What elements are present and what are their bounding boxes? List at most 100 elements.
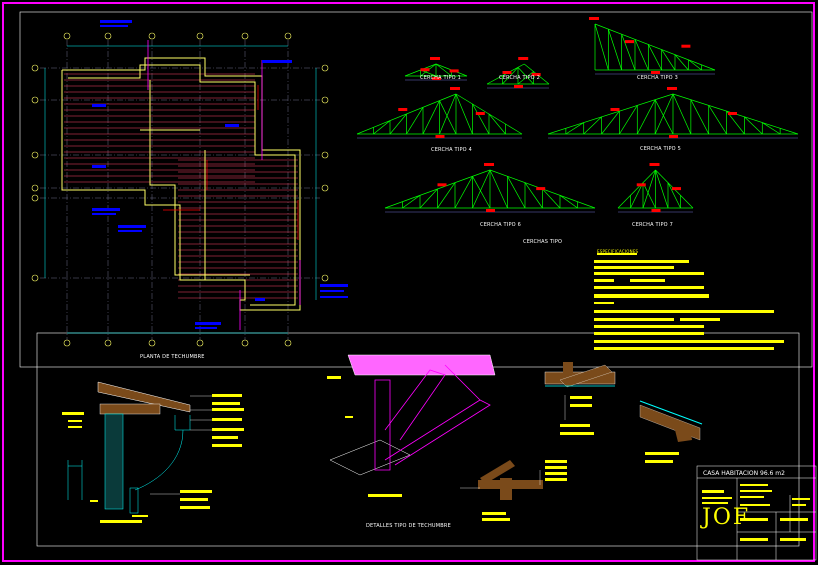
truss-label-3: CERCHA TIPO 3 <box>637 75 678 81</box>
truss-label-5: CERCHA TIPO 5 <box>640 146 681 152</box>
truss-tag <box>681 44 691 48</box>
truss-web-diagonal <box>634 39 649 71</box>
detail-leaders <box>150 395 566 495</box>
project-title: CASA HABITACION 96.6 m2 <box>703 470 785 477</box>
roof-details <box>62 354 703 523</box>
truss-elevation-4 <box>356 87 523 139</box>
truss-web-diagonal <box>667 182 681 209</box>
truss-tag <box>636 183 646 187</box>
truss-tag <box>669 135 678 138</box>
truss-elevations <box>356 17 799 213</box>
truss-web-diagonal <box>688 59 702 71</box>
truss-tag <box>536 187 546 191</box>
truss-web-diagonal <box>472 169 491 209</box>
truss-web-diagonal <box>642 182 656 209</box>
truss-tag <box>437 183 447 187</box>
plan-title: PLANTA DE TECHUMBRE <box>140 354 205 360</box>
slope-arrows <box>163 85 299 240</box>
truss-node-detail <box>329 354 496 476</box>
truss-tag <box>625 40 634 44</box>
truss-web-diagonal <box>630 182 644 209</box>
truss-tag <box>420 68 430 72</box>
truss-web-diagonal <box>373 120 391 135</box>
truss-web-diagonal <box>389 113 407 135</box>
truss-web-diagonal <box>654 93 674 135</box>
firm-logo: JOF <box>702 505 751 530</box>
truss-web-diagonal <box>636 99 656 135</box>
truss-web-diagonal <box>507 176 526 209</box>
truss-tag <box>475 112 485 115</box>
truss-web-diagonal <box>674 54 689 71</box>
ridge-node-detail <box>478 460 543 500</box>
truss-web-diagonal <box>559 195 578 209</box>
truss-tag <box>610 108 620 111</box>
truss-web-diagonal <box>472 103 490 135</box>
details-title: DETALLES TIPO DE TECHUMBRE <box>366 523 451 529</box>
truss-web-diagonal <box>708 105 727 135</box>
truss-web-diagonal <box>524 182 543 209</box>
dimension-lines <box>44 45 317 334</box>
downspout <box>129 487 139 514</box>
truss-web-diagonal <box>762 122 781 135</box>
truss-web-diagonal <box>472 176 491 209</box>
truss-tag <box>514 85 523 88</box>
truss-web-diagonal <box>419 188 438 209</box>
truss-elevation-6 <box>384 163 596 213</box>
top-chord-right <box>594 23 716 71</box>
truss-web-diagonal <box>454 176 473 209</box>
truss-tag <box>667 87 677 90</box>
truss-web-diagonal <box>439 100 457 135</box>
truss-tag <box>430 57 440 60</box>
truss-web-diagonal <box>672 93 692 135</box>
truss-web-diagonal <box>502 67 519 85</box>
truss-group-title: CERCHAS TIPO <box>523 239 563 245</box>
truss-label-4: CERCHA TIPO 4 <box>431 147 472 153</box>
truss-tag <box>728 112 737 115</box>
wall-section <box>104 413 124 510</box>
truss-web-diagonal <box>608 29 622 71</box>
truss-tag <box>450 87 460 90</box>
truss-web-diagonal <box>422 100 440 135</box>
truss-tag <box>651 209 661 212</box>
notes-heading: ESPECIFICACIONES <box>597 249 639 254</box>
truss-web-diagonal <box>565 122 584 135</box>
top-chord-left <box>617 169 656 209</box>
title-block <box>696 465 817 561</box>
truss-web-diagonal <box>402 195 421 209</box>
truss-web-diagonal <box>621 34 636 71</box>
truss-web-diagonal <box>690 99 710 135</box>
truss-tag <box>649 163 660 166</box>
roof-plan <box>31 20 348 347</box>
truss-tag <box>484 163 494 166</box>
connection-detail <box>544 362 616 388</box>
title-block-fields <box>702 484 810 541</box>
truss-web-diagonal <box>601 110 620 135</box>
truss-web-diagonal <box>744 116 763 135</box>
truss-label-7: CERCHA TIPO 7 <box>632 222 673 228</box>
truss-web-diagonal <box>648 44 662 71</box>
grid-bubbles <box>31 32 329 347</box>
truss-elevation-2 <box>486 57 550 89</box>
truss-web-diagonal <box>619 105 638 135</box>
truss-web-diagonal <box>655 169 669 209</box>
details-panel-frame <box>36 332 800 547</box>
truss-tag <box>531 73 541 76</box>
truss-label-1: CERCHA TIPO 1 <box>420 75 461 81</box>
roof-slope-lines <box>64 73 298 299</box>
truss-web-diagonal <box>642 169 656 209</box>
truss-elevation-1 <box>404 57 468 81</box>
truss-web-diagonal <box>489 169 508 209</box>
truss-tag <box>486 209 495 212</box>
truss-label-2: CERCHA TIPO 2 <box>499 75 540 81</box>
overhang-detail <box>639 400 703 442</box>
truss-tag <box>432 77 441 80</box>
truss-web-diagonal <box>488 113 506 135</box>
gutter <box>134 415 191 491</box>
truss-tag <box>449 69 459 73</box>
downspout-detail <box>67 460 83 500</box>
eave-detail-roof <box>97 381 191 413</box>
detail-callouts <box>62 376 679 523</box>
truss-web-diagonal <box>594 23 609 71</box>
